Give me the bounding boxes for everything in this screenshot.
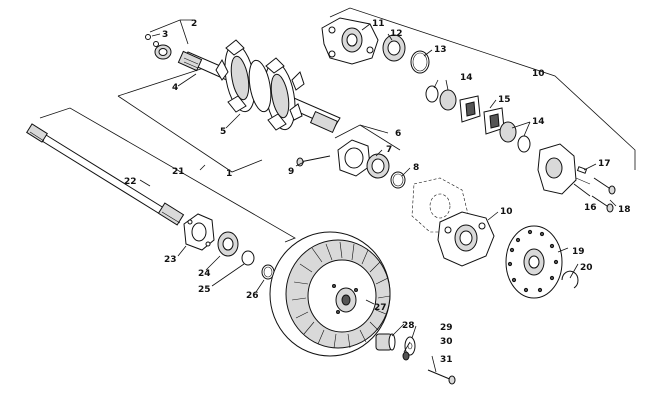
- callout-10-top: 10: [532, 69, 545, 79]
- part-10-caliper-mount: [437, 211, 495, 267]
- callout-4: 4: [172, 83, 178, 93]
- callout-1: 1: [226, 169, 232, 179]
- callout-14-right: 14: [532, 117, 545, 127]
- part-3-screws: [145, 34, 159, 47]
- callout-16: 16: [584, 203, 597, 213]
- part-18-bolts: [591, 177, 616, 213]
- part-12-piston: [382, 34, 406, 62]
- part-31-bolt: [427, 369, 456, 385]
- part-22-jackshaft: [26, 123, 185, 226]
- callout-23: 23: [164, 255, 177, 265]
- callout-22: 22: [124, 177, 137, 187]
- callout-27: 27: [374, 303, 387, 313]
- part-24-bearing: [217, 231, 239, 257]
- leader-lines: [139, 23, 617, 373]
- part-9-bolt: [296, 155, 331, 167]
- part-19-brake-disc: [505, 225, 563, 299]
- part-15-brake-pads: [459, 95, 505, 135]
- part-25-snap-ring: [241, 250, 255, 266]
- part-14-piston-right: [499, 121, 517, 143]
- part-27-driven-clutch: [269, 231, 391, 357]
- callout-25: 25: [198, 285, 211, 295]
- callout-5: 5: [220, 127, 226, 137]
- part-17-bleeder: [575, 166, 591, 185]
- group-bracket-lines: [39, 7, 636, 243]
- part-20-circlip: [561, 270, 579, 289]
- part-2-bearing-cap: [154, 44, 172, 60]
- callout-31: 31: [440, 355, 453, 365]
- part-14-o-ring-left: [425, 85, 439, 103]
- part-8-snap-ring: [390, 171, 406, 189]
- callout-12: 12: [390, 29, 403, 39]
- callout-9: 9: [288, 167, 294, 177]
- callout-13: 13: [434, 45, 447, 55]
- callout-2: 2: [191, 19, 197, 29]
- part-7-bearing: [366, 153, 390, 179]
- part-29-washer: [404, 336, 416, 356]
- callout-14-left: 14: [460, 73, 473, 83]
- callout-8: 8: [413, 163, 419, 173]
- callout-7: 7: [386, 145, 392, 155]
- callout-labels: 2 3 4 5 1 6 7 8 9 11 12 13 10 14 15 14 1…: [124, 19, 631, 365]
- part-11-caliper-housing: [321, 17, 379, 65]
- callout-21: 21: [172, 167, 185, 177]
- callout-30: 30: [440, 337, 453, 347]
- callout-6: 6: [395, 129, 401, 139]
- part-13-seal: [410, 50, 430, 74]
- part-6-bearing-plate: [337, 139, 371, 177]
- callout-26: 26: [246, 291, 259, 301]
- part-30-washer: [402, 351, 410, 361]
- callout-29: 29: [440, 323, 453, 333]
- callout-19: 19: [572, 247, 585, 257]
- part-14-o-ring-right: [517, 135, 531, 153]
- part-5-drivers: [215, 39, 305, 131]
- part-16-caliper-half: [537, 143, 577, 195]
- callout-3: 3: [162, 30, 168, 40]
- part-14-piston-left: [439, 89, 457, 111]
- callout-11: 11: [372, 19, 385, 29]
- part-28-spacer: [375, 333, 396, 351]
- part-23-bearing-flange: [183, 213, 215, 251]
- callout-24: 24: [198, 269, 211, 279]
- clutch-fins: [291, 241, 391, 349]
- callout-15: 15: [498, 95, 511, 105]
- callout-10-mid: 10: [500, 207, 513, 217]
- callout-28: 28: [402, 321, 415, 331]
- callout-17: 17: [598, 159, 611, 169]
- callout-20: 20: [580, 263, 593, 273]
- callout-18: 18: [618, 205, 631, 215]
